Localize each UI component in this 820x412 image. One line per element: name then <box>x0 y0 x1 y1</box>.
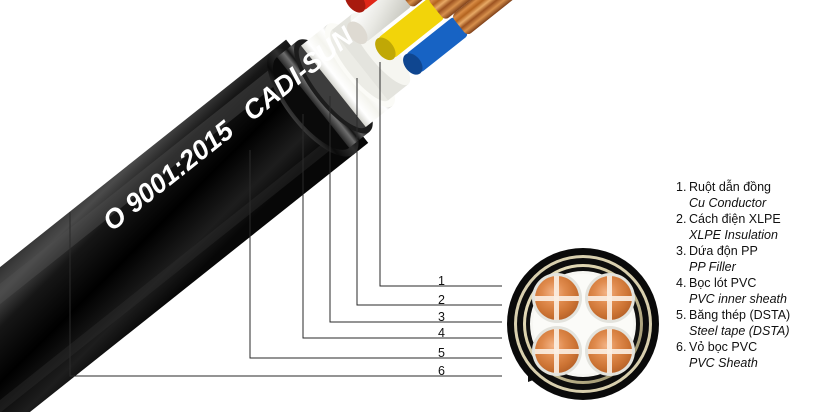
legend-item-6-vi-text: Vỏ bọc PVC <box>689 340 758 354</box>
legend-item-4-en: PVC inner sheath <box>689 291 787 306</box>
legend-item-3-vi: 3.Dứa độn PP <box>676 244 820 260</box>
legend-item-4: 4.Bọc lót PVC PVC inner sheath <box>676 276 820 307</box>
legend-item-2-number: 2. <box>676 212 687 226</box>
legend-item-3-number: 3. <box>676 244 687 258</box>
callout-number-1: 1 <box>438 274 445 288</box>
legend-item-2: 2.Cách điện XLPE XLPE Insulation <box>676 212 820 243</box>
core-bottom-right <box>585 326 635 376</box>
legend-item-5-en: Steel tape (DSTA) <box>689 323 790 338</box>
callout-number-6: 6 <box>438 364 445 378</box>
callout-leader-lines <box>69 62 502 377</box>
legend-item-1-number: 1. <box>676 180 687 194</box>
copper-conductors <box>396 0 530 35</box>
legend-item-3: 3.Dứa độn PP PP Filler <box>676 244 820 275</box>
cable-shaft <box>0 39 369 412</box>
legend-item-3-en: PP Filler <box>689 259 736 274</box>
legend-item-6-vi: 6.Vỏ bọc PVC <box>676 340 820 356</box>
core-group <box>532 273 635 376</box>
outer-sheath <box>0 39 369 412</box>
legend-item-2-vi: 2.Cách điện XLPE <box>676 212 820 228</box>
core-top-right <box>585 273 635 323</box>
legend-item-5: 5.Băng thép (DSTA) Steel tape (DSTA) <box>676 308 820 339</box>
legend-item-5-vi-text: Băng thép (DSTA) <box>689 308 791 322</box>
core-top-left <box>532 273 582 323</box>
legend-item-6: 6.Vỏ bọc PVC PVC Sheath <box>676 340 820 371</box>
legend-item-4-vi-text: Bọc lót PVC <box>689 276 757 290</box>
callout-number-5: 5 <box>438 346 445 360</box>
legend-item-4-number: 4. <box>676 276 687 290</box>
cable-cross-section <box>507 248 659 400</box>
legend-item-4-vi: 4.Bọc lót PVC <box>676 276 820 292</box>
legend-item-6-en: PVC Sheath <box>689 355 758 370</box>
legend-item-1-vi: 1.Ruột dẫn đồng <box>676 180 820 196</box>
legend-item-6-number: 6. <box>676 340 687 354</box>
legend-item-1-en: Cu Conductor <box>689 195 767 210</box>
callout-number-3: 3 <box>438 310 445 324</box>
legend-item-5-number: 5. <box>676 308 687 322</box>
cable-cutaway <box>267 0 530 157</box>
legend-item-5-vi: 5.Băng thép (DSTA) <box>676 308 820 324</box>
core-bottom-left <box>532 326 582 376</box>
callout-number-4: 4 <box>438 326 445 340</box>
legend-item-1-vi-text: Ruột dẫn đồng <box>689 180 772 194</box>
legend-item-3-vi-text: Dứa độn PP <box>689 244 758 258</box>
legend-item-2-vi-text: Cách điện XLPE <box>689 212 781 226</box>
legend-item-1: 1.Ruột dẫn đồng Cu Conductor <box>676 180 820 211</box>
legend-item-2-en: XLPE Insulation <box>689 227 778 242</box>
callout-number-2: 2 <box>438 293 445 307</box>
legend-list: 1.Ruột dẫn đồng Cu Conductor 2.Cách điện… <box>676 180 820 372</box>
